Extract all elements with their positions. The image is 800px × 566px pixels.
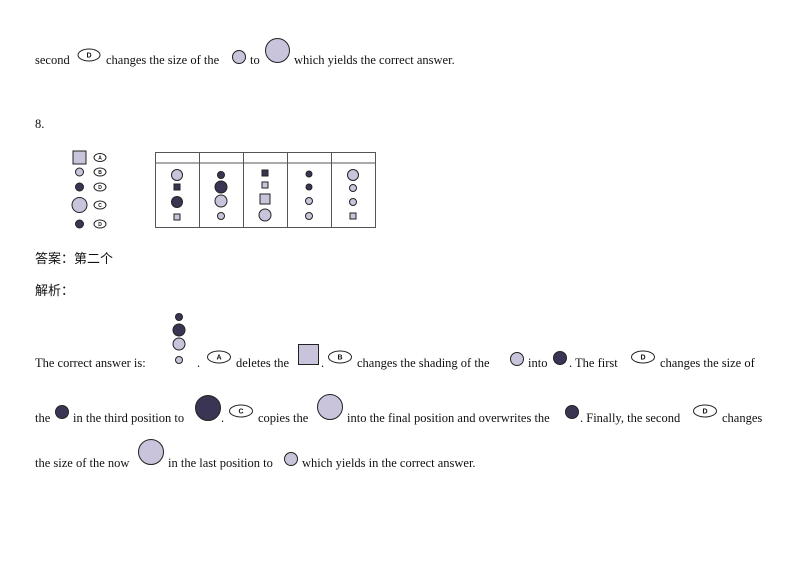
question-number: 8. (35, 117, 45, 131)
answer-label: 答案：第二个 (35, 251, 114, 266)
top-text-1: second (35, 53, 70, 67)
large-light-circle-icon (265, 38, 290, 63)
svg-text:C: C (98, 203, 102, 209)
top-text-2: changes the size of the (106, 53, 220, 67)
expl-l1-b: changes the shading of the (357, 356, 490, 370)
expl-l2-d: . Finally, the second (580, 411, 681, 425)
top-text-4: which yields the correct answer. (294, 53, 455, 67)
dot-1: . (197, 356, 201, 370)
square-icon (298, 344, 319, 365)
oval-d-icon: D (77, 48, 101, 62)
svg-text:D: D (86, 53, 91, 60)
expl-l2-a: in the third position to (73, 411, 185, 425)
svg-text:D: D (98, 185, 102, 191)
option-5 (347, 169, 359, 220)
option-3 (258, 169, 272, 222)
expl-l2-c: into the final position and overwrites t… (347, 411, 550, 425)
option-4 (305, 170, 313, 220)
legend-small-light-icon (75, 167, 84, 177)
small-light-circle-icon (232, 50, 246, 64)
legend-square-icon (72, 150, 87, 165)
expl-l3-c: which yields in the correct answer. (302, 456, 476, 470)
svg-text:A: A (98, 156, 102, 162)
analysis-label: 解析： (35, 283, 75, 298)
small-light-circle-icon (284, 452, 298, 466)
large-light-circle-icon (317, 394, 343, 420)
large-dark-circle-icon (195, 395, 221, 421)
dot-2: . (321, 356, 325, 370)
svg-text:C: C (238, 409, 243, 416)
oval-d-icon: D (631, 350, 655, 364)
dot-3: . (221, 411, 225, 425)
expl-l1-prefix: The correct answer is: (35, 356, 146, 370)
option-2 (214, 171, 228, 220)
option-1 (171, 169, 183, 221)
expl-l3-a: the size of the now (35, 456, 130, 470)
expl-l2-b: copies the (258, 411, 309, 425)
legend-dark-small-icon (75, 219, 84, 229)
oval-a-icon: A (207, 350, 231, 364)
top-text-3: to (250, 53, 260, 67)
svg-text:D: D (702, 409, 707, 416)
legend-dark-icon (75, 182, 84, 192)
oval-b-icon: B (328, 350, 352, 364)
oval-c-icon: C (229, 404, 253, 418)
options-table (155, 152, 376, 228)
expl-l1-end: changes the size of (660, 356, 755, 370)
large-light-circle-icon (138, 439, 164, 465)
legend-figure: A B D C D (71, 150, 107, 229)
svg-text:B: B (337, 355, 342, 362)
svg-text:D: D (640, 355, 645, 362)
dark-circle-icon (55, 405, 69, 419)
legend-large-light-icon (71, 197, 88, 213)
dark-circle-icon (565, 405, 579, 419)
expl-l3-b: in the last position to (168, 456, 273, 470)
expl-l1-first: . The first (569, 356, 618, 370)
expl-l2-end: changes (722, 411, 763, 425)
svg-text:B: B (98, 170, 102, 176)
expl-l2-the: the (35, 411, 51, 425)
oval-d-icon: D (693, 404, 717, 418)
svg-text:A: A (216, 355, 221, 362)
answer-stack-figure (172, 313, 186, 364)
expl-l1-a: deletes the (236, 356, 290, 370)
dark-circle-icon (553, 351, 567, 365)
light-circle-icon (510, 352, 524, 366)
expl-l1-into: into (528, 356, 548, 370)
svg-text:D: D (98, 222, 102, 228)
